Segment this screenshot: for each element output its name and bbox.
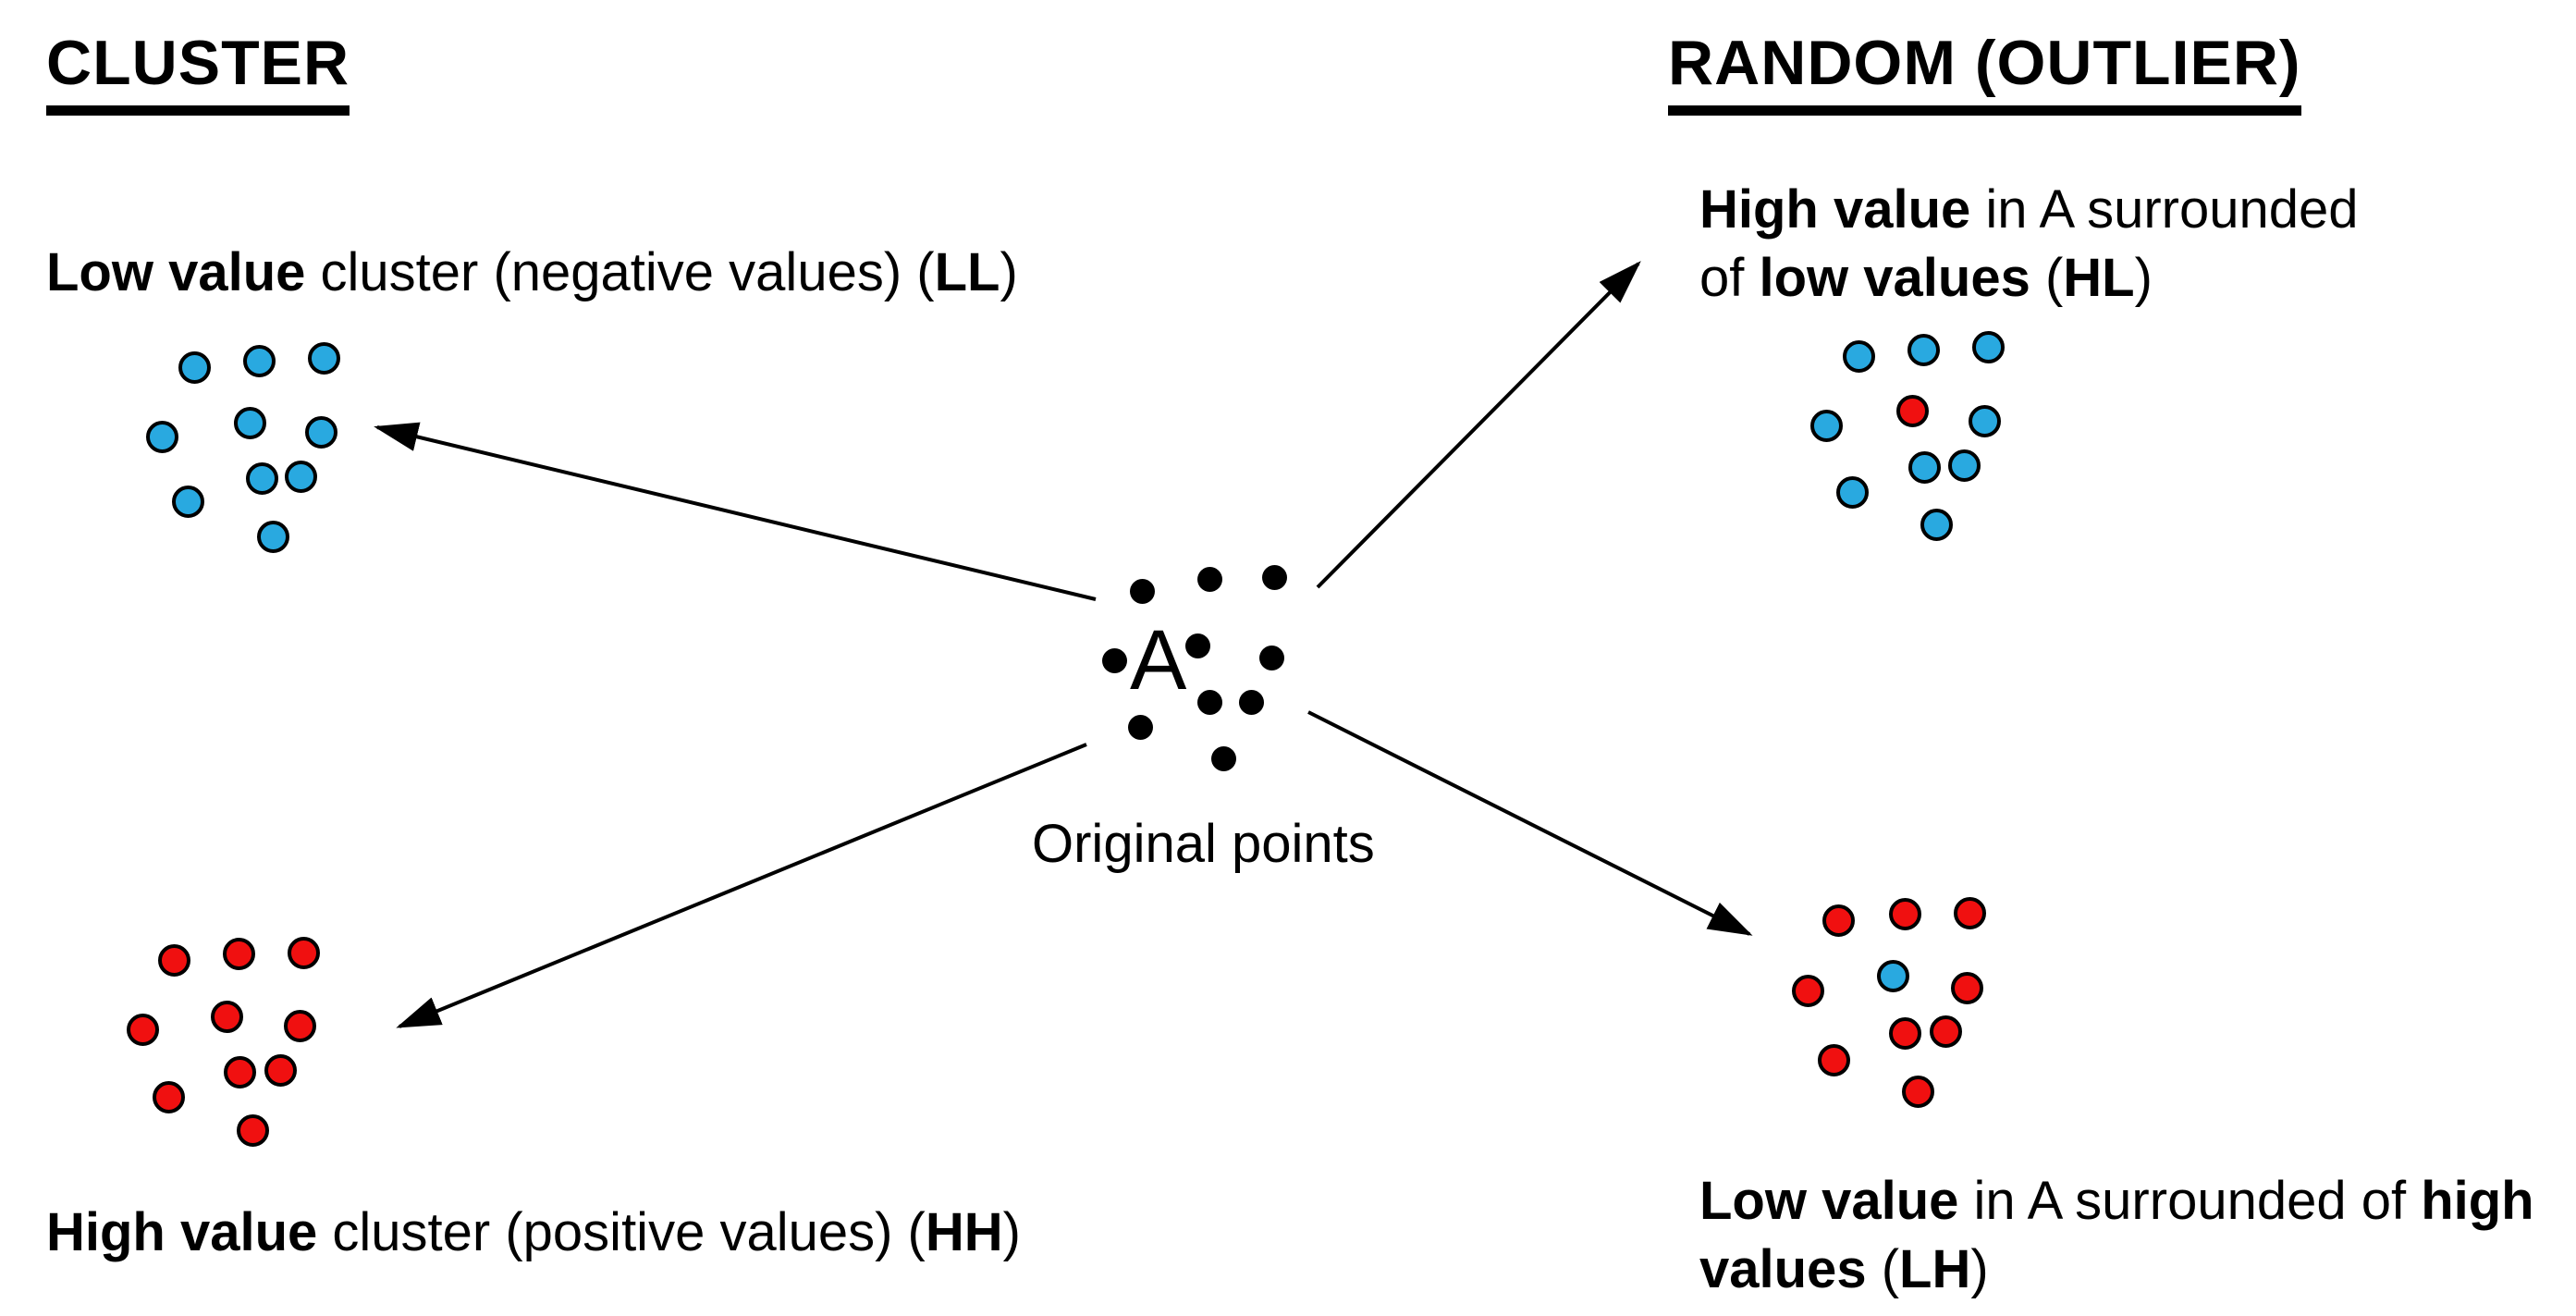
lh-cluster-dot <box>1901 1075 1934 1108</box>
hh-cluster-dot <box>222 937 255 970</box>
bold-text-run: HH <box>925 1202 1003 1262</box>
original-cluster-dot <box>1258 645 1284 670</box>
lh-cluster-dot <box>1929 1015 1962 1048</box>
text-run: in A surrounded of <box>1958 1171 2422 1231</box>
lh-cluster-dot <box>1817 1043 1850 1076</box>
bold-text-run: values <box>1699 1239 1867 1299</box>
ll-cluster-dot <box>242 344 276 377</box>
ll-cluster-dot <box>171 485 204 518</box>
hh-cluster-dot <box>236 1113 269 1147</box>
text-run: ) <box>2134 248 2153 308</box>
text-run: in A surrounded <box>1970 179 2359 240</box>
bold-text-run: low values <box>1759 248 2030 308</box>
lh-cluster-dot <box>1791 974 1824 1007</box>
bold-text-run: LL <box>934 242 1000 302</box>
hl-cluster-dot <box>1895 394 1929 427</box>
ll-cluster-dot <box>245 461 278 495</box>
ll-label: Low value cluster (negative values) (LL) <box>46 239 1018 307</box>
hl-cluster-dot <box>1907 333 1940 366</box>
original-cluster-dot <box>1129 578 1155 604</box>
bold-text-run: HL <box>2063 248 2135 308</box>
ll-cluster-dot <box>284 460 317 493</box>
label-line: Low value cluster (negative values) (LL) <box>46 239 1018 307</box>
bold-text-run: high <box>2421 1171 2534 1231</box>
label-line: Low value in A surrounded of high <box>1699 1167 2534 1236</box>
hh-cluster-dot <box>157 943 190 977</box>
original-cluster-dot <box>1196 566 1222 592</box>
hh-cluster-dot <box>283 1009 316 1042</box>
original-cluster-dot <box>1210 745 1236 771</box>
arrow-to-ll <box>374 422 1097 601</box>
label-line: of low values (HL) <box>1699 244 2359 313</box>
hl-cluster-dot <box>1842 339 1875 373</box>
text-run: of <box>1699 248 1760 308</box>
hh-cluster-dot <box>223 1055 256 1088</box>
hh-cluster-dot <box>126 1013 159 1046</box>
text-run: cluster (positive values) ( <box>317 1202 926 1262</box>
text-run: cluster (negative values) ( <box>305 242 935 302</box>
lh-cluster-dot <box>1822 904 1855 937</box>
label-line: High value cluster (positive values) (HH… <box>46 1199 1021 1267</box>
cluster-heading: CLUSTER <box>46 31 350 116</box>
original-cluster-dot <box>1238 689 1264 715</box>
random-outlier-heading: RANDOM (OUTLIER) <box>1668 31 2301 116</box>
lh-cluster-dot <box>1953 896 1986 929</box>
hl-cluster-dot <box>1971 330 2005 363</box>
original-cluster-dot <box>1261 564 1287 590</box>
bold-text-run: High value <box>1699 179 1971 240</box>
hl-cluster-dot <box>1920 508 1953 541</box>
lh-cluster-dot <box>1950 971 1983 1004</box>
hh-cluster-dot <box>287 936 320 969</box>
hl-cluster-dot <box>1947 449 1981 482</box>
original-points-caption: Original points <box>1032 814 1375 874</box>
bold-text-run: Low value <box>46 242 306 302</box>
original-cluster-dot <box>1196 689 1222 715</box>
arrow-to-lh <box>1307 710 1753 936</box>
hl-cluster-dot <box>1835 475 1869 509</box>
ll-cluster-dot <box>304 415 337 449</box>
ll-cluster-dot <box>233 406 266 439</box>
hl-cluster-dot <box>1968 404 2001 437</box>
original-cluster-dot <box>1184 633 1210 658</box>
ll-cluster-dot <box>307 341 340 375</box>
text-run: ( <box>2030 248 2064 308</box>
ll-cluster-dot <box>256 520 289 553</box>
hl-cluster-dot <box>1809 409 1843 442</box>
hh-cluster-dot <box>264 1053 297 1087</box>
hl-cluster-dot <box>1907 450 1941 484</box>
hh-cluster-dot <box>210 1000 243 1033</box>
original-cluster-dot <box>1101 647 1127 673</box>
hh-cluster-dot <box>152 1080 185 1113</box>
bold-text-run: LH <box>1899 1239 1971 1299</box>
region-a-label: A <box>1130 613 1187 707</box>
ll-cluster-dot <box>178 351 211 384</box>
text-run: ) <box>1000 242 1018 302</box>
bold-text-run: High value <box>46 1202 318 1262</box>
lh-cluster-dot <box>1888 897 1921 930</box>
text-run: ) <box>1002 1202 1021 1262</box>
arrow-to-hh <box>396 743 1087 1028</box>
text-run: ( <box>1866 1239 1900 1299</box>
arrow-to-hl <box>1316 261 1641 589</box>
ll-cluster-dot <box>145 420 178 453</box>
lh-cluster-dot <box>1876 959 1909 992</box>
label-line: values (LH) <box>1699 1236 2534 1304</box>
original-cluster-dot <box>1127 714 1153 740</box>
text-run: ) <box>1970 1239 1989 1299</box>
bold-text-run: Low value <box>1699 1171 1959 1231</box>
hh-label: High value cluster (positive values) (HH… <box>46 1199 1021 1267</box>
label-line: High value in A surrounded <box>1699 176 2359 244</box>
lh-cluster-dot <box>1888 1016 1921 1050</box>
